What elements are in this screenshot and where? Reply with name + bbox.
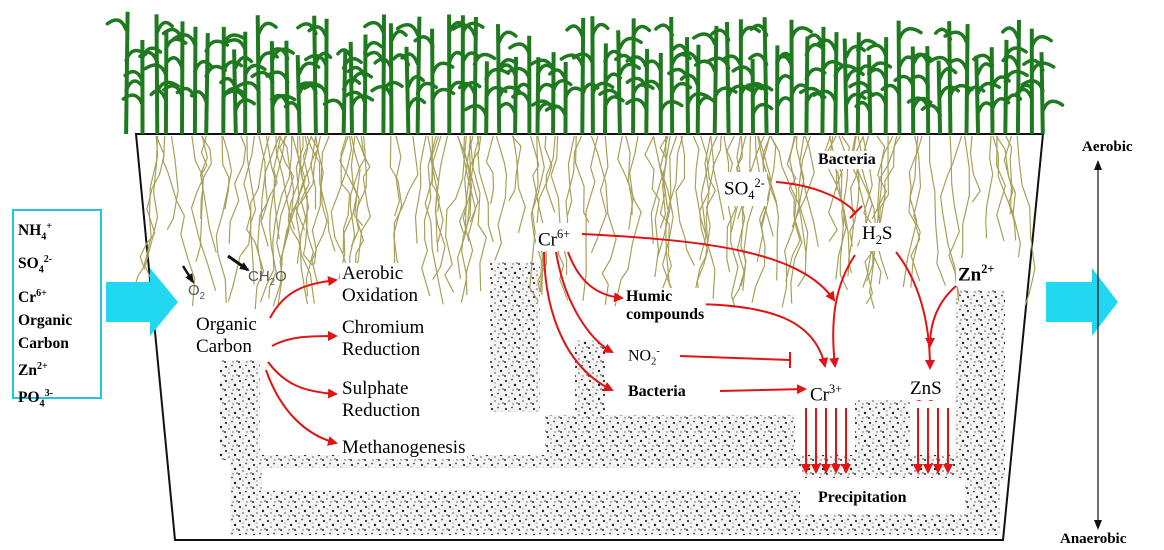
inflow-item: PO43- <box>18 382 96 415</box>
anaerobic-label: Anaerobic <box>1060 531 1126 548</box>
reed-plants <box>107 12 1062 134</box>
inflow-item: SO42- <box>18 248 96 281</box>
inflow-item: NH4+ <box>18 215 96 248</box>
inflow-item: Zn2+ <box>18 355 96 382</box>
o2-label: O2 <box>188 282 205 302</box>
bacteria-cr-label: Bacteria <box>626 383 688 401</box>
zn2-label: Zn2+ <box>956 258 996 286</box>
outflow-arrow <box>1046 268 1118 336</box>
inflow-item: Carbon <box>18 332 96 355</box>
h2s-label: H2S <box>860 223 894 251</box>
gravel-channel <box>262 468 802 490</box>
methanogenesis-label: Methanogenesis <box>340 437 467 459</box>
cr3-label: Cr3+ <box>808 378 844 406</box>
no2-label: NO2- <box>626 343 662 372</box>
ch2o-label: CH2O <box>248 268 287 288</box>
cr6-label: Cr6+ <box>536 223 572 251</box>
precipitation-label: Precipitation <box>818 489 907 507</box>
bacteria-sulfur-label: Bacteria <box>816 151 878 169</box>
zns-label: ZnS <box>908 378 944 400</box>
so4-label: SO42- <box>722 172 767 206</box>
aerobic-label: Aerobic <box>1082 139 1133 156</box>
inflow-item: Cr6+ <box>18 282 96 309</box>
inflow-item: Organic <box>18 309 96 332</box>
